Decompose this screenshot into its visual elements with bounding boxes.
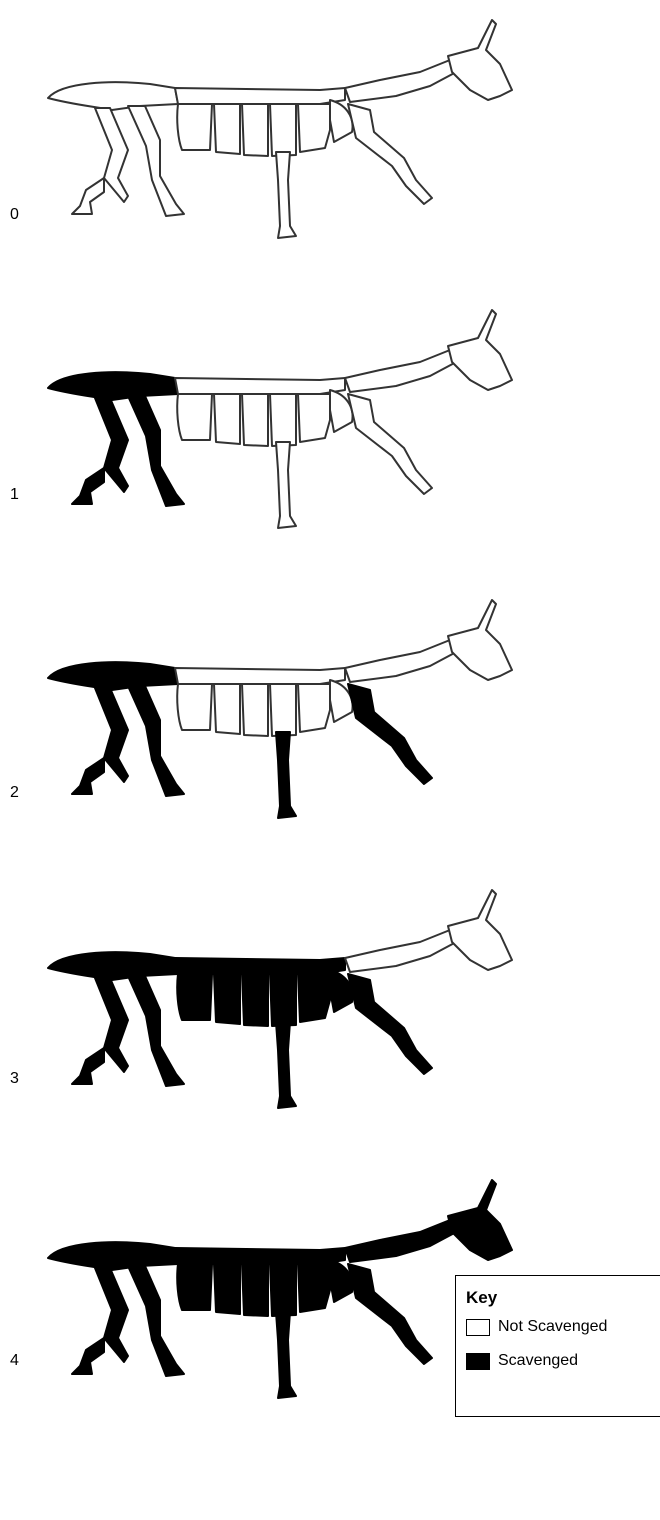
spine <box>175 958 345 974</box>
skull <box>448 890 512 970</box>
hind-legs <box>72 106 184 216</box>
skull <box>448 600 512 680</box>
key-title: Key <box>466 1288 497 1308</box>
skull <box>448 20 512 100</box>
spine <box>175 668 345 684</box>
pelvis <box>48 952 178 980</box>
skull <box>448 1180 512 1260</box>
stage-label: 3 <box>10 1070 19 1088</box>
spine <box>175 88 345 104</box>
key-row-not-scavenged: Not Scavenged <box>466 1318 607 1336</box>
skeleton-drawing <box>0 290 660 580</box>
stage-label: 4 <box>10 1352 19 1370</box>
pelvis <box>48 82 178 110</box>
ribs <box>177 680 352 736</box>
skeleton-stage-3: 3 <box>0 870 660 1160</box>
neck <box>345 350 460 392</box>
scavenged-swatch <box>466 1353 490 1370</box>
stage-label: 2 <box>10 784 19 802</box>
key-row-scavenged: Scavenged <box>466 1352 578 1370</box>
ribs <box>177 100 352 156</box>
hind-legs <box>72 686 184 796</box>
skeleton-stage-0: 0 <box>0 0 660 290</box>
neck <box>345 930 460 972</box>
neck <box>345 1220 460 1262</box>
not-scavenged-swatch <box>466 1319 490 1336</box>
hind-legs <box>72 976 184 1086</box>
skeleton-drawing <box>0 0 660 290</box>
spine <box>175 378 345 394</box>
skeleton-drawing <box>0 580 660 870</box>
ribs <box>177 390 352 446</box>
skull <box>448 310 512 390</box>
spine <box>175 1248 345 1264</box>
scavenged-label: Scavenged <box>498 1352 578 1370</box>
skeleton-drawing <box>0 870 660 1160</box>
skeleton-stage-2: 2 <box>0 580 660 870</box>
pelvis <box>48 1242 178 1270</box>
legend-key: Key Not Scavenged Scavenged <box>455 1275 660 1417</box>
pelvis <box>48 372 178 400</box>
neck <box>345 60 460 102</box>
not-scavenged-label: Not Scavenged <box>498 1318 607 1336</box>
pelvis <box>48 662 178 690</box>
ribs <box>177 1260 352 1316</box>
stage-label: 0 <box>10 206 19 224</box>
hind-legs <box>72 1266 184 1376</box>
hind-legs <box>72 396 184 506</box>
skeleton-stage-1: 1 <box>0 290 660 580</box>
ribs <box>177 970 352 1026</box>
neck <box>345 640 460 682</box>
stage-label: 1 <box>10 486 19 504</box>
